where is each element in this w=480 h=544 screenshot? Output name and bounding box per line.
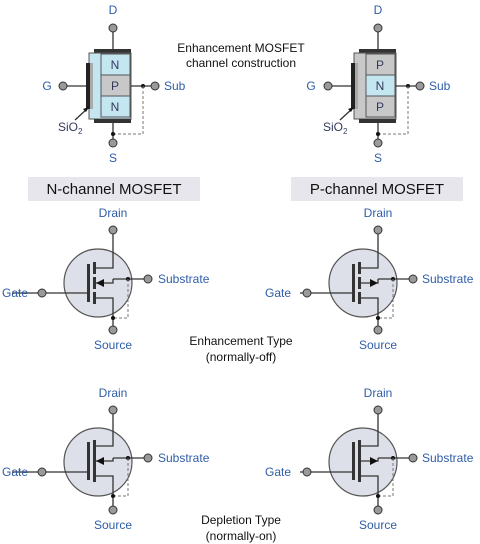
terminal-s-label: S <box>374 151 382 165</box>
drain-label: Drain <box>364 206 393 220</box>
gate-terminal-icon <box>58 81 68 91</box>
n-channel-enhancement-symbol: Drain Gate Substrate Source <box>2 206 210 352</box>
p-bottom-label: P <box>376 100 384 114</box>
construction-title-line1: Enhancement MOSFET <box>177 41 305 55</box>
source-terminal-icon <box>373 138 383 148</box>
substrate-label: Substrate <box>158 272 210 286</box>
terminal-sub-label: Sub <box>164 79 186 93</box>
channel-arrow-icon <box>96 279 104 287</box>
source-label: Source <box>359 518 397 532</box>
n-bottom-region <box>100 95 131 118</box>
gate-terminal-icon <box>302 467 312 477</box>
channel-arrow-icon <box>370 457 378 465</box>
terminal-sub-label: Sub <box>429 79 451 93</box>
terminal-s-label: S <box>109 151 117 165</box>
substrate-terminal-icon <box>408 274 418 284</box>
p-bottom-region <box>365 95 396 118</box>
drain-terminal-icon <box>373 405 383 415</box>
source-terminal-icon <box>108 138 118 148</box>
gate-terminal-icon <box>302 288 312 298</box>
sub-terminal-icon <box>150 81 160 91</box>
source-terminal-icon <box>108 505 118 515</box>
gate-label: Gate <box>2 465 28 479</box>
terminal-g-label: G <box>42 79 51 93</box>
n-channel-title-bg <box>28 177 200 201</box>
drain-terminal-icon <box>373 225 383 235</box>
gate-terminal-icon <box>323 81 333 91</box>
gate-label: Gate <box>2 286 28 300</box>
drain-label: Drain <box>99 386 128 400</box>
terminal-g-label: G <box>306 79 315 93</box>
enhancement-caption-line2: (normally-off) <box>206 350 276 364</box>
depletion-caption-line2: (normally-on) <box>206 529 277 543</box>
gate-label: Gate <box>265 286 291 300</box>
drain-label: Drain <box>99 206 128 220</box>
source-label: Source <box>94 518 132 532</box>
gate-terminal-icon <box>37 467 47 477</box>
p-top-label: P <box>376 58 384 72</box>
substrate-terminal-icon <box>143 453 153 463</box>
n-channel-depletion-symbol: Drain Gate Substrate Source <box>2 386 210 532</box>
drain-terminal-icon <box>108 23 118 33</box>
gate-label: Gate <box>265 465 291 479</box>
source-terminal-icon <box>373 325 383 335</box>
n-channel-construction: D N P N G Sub S SiO2 <box>42 3 185 165</box>
terminal-d-label: D <box>374 3 383 17</box>
p-channel-depletion-symbol: Drain Gate Substrate Source <box>265 386 474 532</box>
source-label: Source <box>359 338 397 352</box>
n-mid-label: P <box>111 79 119 93</box>
source-label: Source <box>94 338 132 352</box>
source-terminal-icon <box>373 505 383 515</box>
oxide-label: SiO2 <box>323 120 348 136</box>
drain-terminal-icon <box>373 23 383 33</box>
gate-terminal-icon <box>37 288 47 298</box>
p-channel-enhancement-symbol: Drain Gate Substrate Source <box>265 206 474 352</box>
drain-terminal-icon <box>108 405 118 415</box>
p-mid-label: N <box>376 79 385 93</box>
enhancement-caption-line1: Enhancement Type <box>189 334 293 348</box>
substrate-label: Substrate <box>158 451 210 465</box>
drain-terminal-icon <box>108 225 118 235</box>
terminal-d-label: D <box>109 3 118 17</box>
substrate-label: Substrate <box>422 451 474 465</box>
p-channel-title: P-channel MOSFET <box>310 181 444 198</box>
substrate-terminal-icon <box>408 453 418 463</box>
substrate-terminal-icon <box>143 274 153 284</box>
channel-arrow-icon <box>370 279 378 287</box>
source-terminal-icon <box>108 325 118 335</box>
sub-terminal-icon <box>415 81 425 91</box>
depletion-caption-line1: Depletion Type <box>201 513 281 527</box>
drain-label: Drain <box>364 386 393 400</box>
n-bottom-label: N <box>111 100 120 114</box>
construction-title-line2: channel construction <box>186 56 296 70</box>
substrate-label: Substrate <box>422 272 474 286</box>
oxide-label: SiO2 <box>58 120 83 136</box>
n-channel-title: N-channel MOSFET <box>46 181 181 198</box>
p-channel-construction: D P N P G Sub S SiO2 <box>306 3 450 165</box>
p-channel-title-bg <box>291 177 463 201</box>
channel-arrow-icon <box>96 457 104 465</box>
n-top-label: N <box>111 58 120 72</box>
